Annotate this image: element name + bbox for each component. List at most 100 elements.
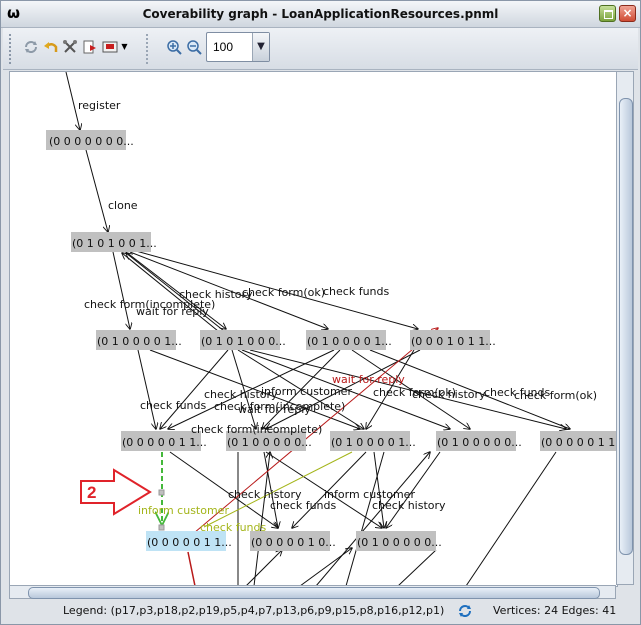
graph-edge[interactable] — [351, 349, 470, 429]
maximize-button[interactable] — [599, 5, 616, 22]
graph-edge[interactable] — [149, 349, 360, 429]
edge-label: check form(incomplete) — [214, 400, 345, 413]
graph-node[interactable]: (0 1 0 0 0 0 1... — [96, 330, 182, 350]
graph-canvas[interactable]: (0 0 0 0 0 0 0... (0 1 0 1 0 0 1... (0 1… — [9, 71, 618, 587]
graph-edge[interactable] — [122, 253, 219, 332]
toolbar-separator — [146, 34, 148, 64]
highlighted-red-edge[interactable] — [187, 551, 196, 586]
app-logo-icon: ω — [7, 4, 21, 22]
edge-label: check history — [372, 499, 446, 512]
graph-edge[interactable] — [263, 451, 278, 528]
graph-node-selected[interactable]: (0 0 0 0 0 1 1... — [146, 531, 232, 551]
svg-text:(0 0 0 0 0 1 0...: (0 0 0 0 0 1 0... — [251, 536, 336, 549]
graph-edge[interactable] — [373, 451, 384, 528]
horizontal-scrollbar[interactable] — [9, 585, 616, 599]
zoom-value: 100 — [213, 40, 234, 54]
svg-text:(0 0 0 0 0 0 0...: (0 0 0 0 0 0 0... — [49, 135, 134, 148]
refresh-icon[interactable] — [457, 603, 473, 619]
zoom-in-icon[interactable] — [166, 39, 182, 55]
svg-text:(0 1 0 0 0 0 1...: (0 1 0 0 0 0 1... — [331, 436, 416, 449]
edge-label: check funds — [323, 285, 390, 298]
edge-label: clone — [108, 199, 138, 212]
graph-edge[interactable] — [126, 253, 225, 332]
edge-handle[interactable] — [158, 489, 165, 496]
graph-node[interactable]: (0 1 0 0 0 0 0... — [356, 531, 442, 551]
toolbar-grip[interactable] — [9, 34, 14, 64]
edge-handle[interactable] — [158, 524, 165, 531]
graph-edge[interactable] — [315, 452, 430, 586]
zoom-dropdown-arrow-icon[interactable]: ▼ — [252, 33, 269, 61]
graph-edge[interactable] — [65, 72, 80, 130]
graph-edge[interactable] — [366, 349, 415, 429]
graph-edge[interactable] — [266, 349, 421, 429]
graph-node[interactable]: (0 0 0 0 0 1 1... — [121, 431, 207, 451]
graph-edge[interactable] — [135, 250, 418, 329]
graph-node[interactable]: (0 0 0 0 0 1 0... — [250, 531, 336, 551]
graph-edge[interactable] — [262, 349, 341, 429]
graph-edge[interactable] — [299, 548, 352, 586]
graph-edge[interactable] — [253, 452, 270, 586]
svg-text:(0 0 0 0 0 1 1...: (0 0 0 0 0 1 1... — [541, 436, 617, 449]
graph-edge[interactable] — [265, 451, 382, 528]
graph-edge[interactable] — [345, 451, 385, 586]
zoom-out-icon[interactable] — [186, 39, 202, 55]
graph-edge[interactable] — [292, 451, 367, 528]
screenshot-icon[interactable] — [102, 39, 118, 55]
screenshot-menu-arrow-icon[interactable]: ▼ — [121, 42, 128, 51]
graph-node[interactable]: (0 1 0 1 0 0 1... — [71, 232, 157, 252]
annotation-arrow: 2 — [80, 468, 152, 516]
graph-edge[interactable] — [465, 451, 557, 586]
graph-node[interactable]: (0 0 0 0 0 1 1... — [540, 431, 617, 451]
edge-label: check funds — [140, 399, 207, 412]
zoom-combobox[interactable]: 100 ▼ — [206, 32, 270, 62]
graph-nodes: (0 0 0 0 0 0 0... (0 1 0 1 0 0 1... (0 1… — [46, 130, 617, 551]
edge-label: check funds — [270, 499, 337, 512]
svg-text:(0 0 0 0 0 1 1...: (0 0 0 0 0 1 1... — [122, 436, 207, 449]
highlighted-red-edge[interactable] — [187, 328, 438, 539]
graph-edges — [65, 72, 570, 586]
vertical-scrollbar[interactable] — [616, 71, 634, 585]
graph-edge[interactable] — [85, 149, 108, 232]
svg-text:(0 0 0 0 0 1 1...: (0 0 0 0 0 1 1... — [147, 536, 232, 549]
svg-text:(0 1 0 1 0 0 1...: (0 1 0 1 0 0 1... — [72, 237, 157, 250]
edge-label: check form(incomplete) — [84, 298, 215, 311]
graph-edge[interactable] — [386, 451, 441, 528]
graph-node[interactable]: (0 1 0 0 0 0 0... — [226, 431, 312, 451]
graph-edge[interactable] — [125, 251, 226, 329]
highlighted-yellow-edge[interactable] — [203, 451, 353, 528]
window-title: Coverability graph - LoanApplicationReso… — [142, 7, 499, 21]
graph-node[interactable]: (0 0 0 0 0 0 0... — [46, 130, 134, 150]
refresh-layout-icon[interactable] — [23, 39, 39, 55]
tools-icon[interactable] — [62, 39, 78, 55]
edge-label: check form(ok) — [373, 386, 456, 399]
export-icon[interactable] — [82, 39, 98, 55]
graph-edge[interactable] — [137, 349, 156, 429]
graph-node[interactable]: (0 1 0 1 0 0 0... — [200, 330, 286, 350]
graph-edge[interactable] — [129, 251, 328, 329]
edge-label: check history — [204, 388, 278, 401]
graph-node[interactable]: (0 1 0 0 0 0 1... — [330, 431, 416, 451]
graph-edge[interactable] — [169, 451, 278, 528]
graph-node[interactable]: (0 0 0 1 0 1 1... — [410, 330, 496, 350]
legend-text: Legend: (p17,p3,p18,p2,p19,p5,p4,p7,p13,… — [63, 604, 445, 617]
horizontal-scroll-thumb[interactable] — [28, 587, 600, 599]
close-button[interactable]: × — [619, 5, 636, 22]
graph-edge[interactable] — [369, 349, 570, 429]
title-bar: ω Coverability graph - LoanApplicationRe… — [1, 1, 640, 28]
graph-node[interactable]: (0 1 0 0 0 0 1... — [306, 330, 392, 350]
graph-edge[interactable] — [168, 349, 335, 429]
graph-edge[interactable] — [249, 349, 566, 429]
undo-icon[interactable] — [43, 39, 59, 55]
svg-text:(0 1 0 0 0 0 0...: (0 1 0 0 0 0 0... — [437, 436, 522, 449]
graph-edge[interactable] — [160, 349, 229, 429]
graph-node[interactable]: (0 1 0 0 0 0 0... — [436, 431, 522, 451]
graph-edge[interactable] — [397, 549, 437, 586]
vertical-scroll-thumb[interactable] — [619, 98, 633, 555]
graph-edge[interactable] — [245, 550, 282, 586]
edge-label: check history — [228, 488, 302, 501]
graph-edge[interactable] — [231, 349, 256, 429]
graph-edge[interactable] — [112, 251, 130, 329]
graph-edge[interactable] — [241, 349, 450, 429]
edge-label-highlighted: check funds — [200, 521, 267, 534]
